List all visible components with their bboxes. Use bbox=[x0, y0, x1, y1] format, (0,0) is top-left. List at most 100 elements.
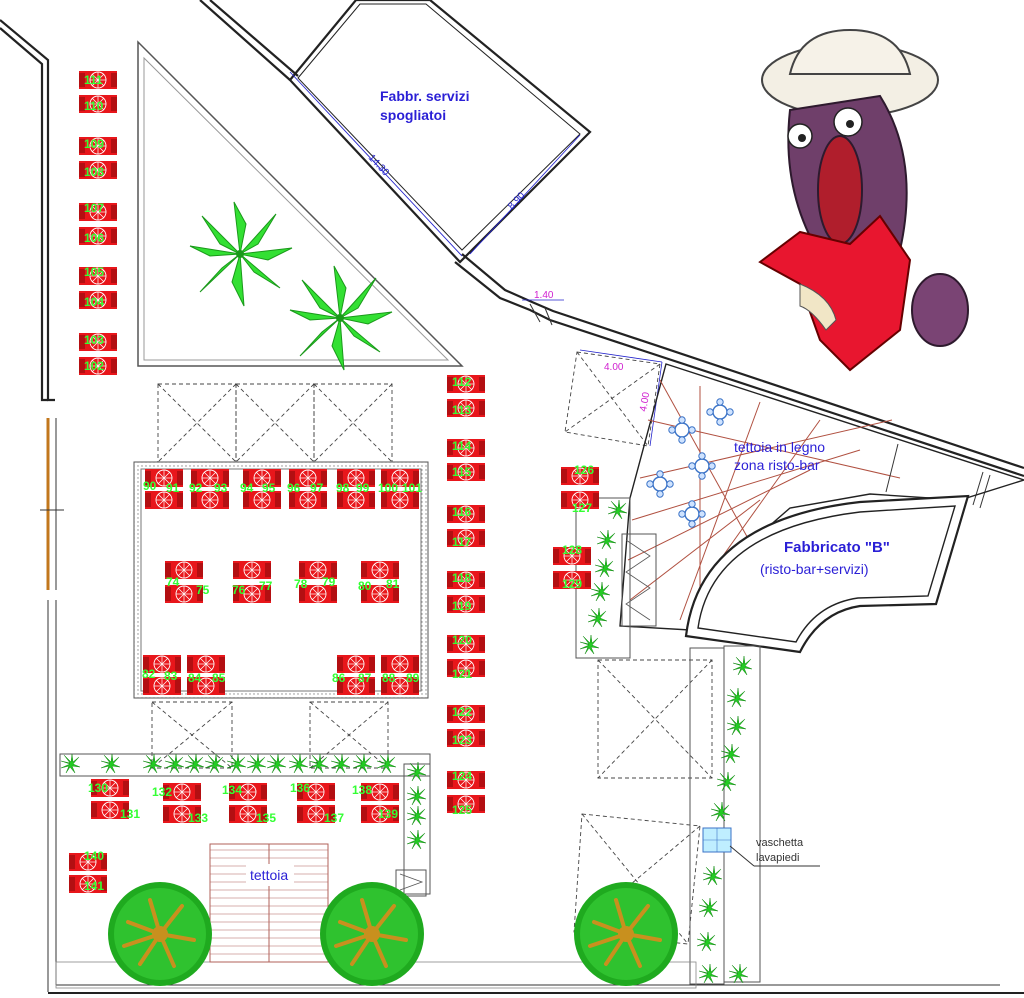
umbrella-number: 115 bbox=[452, 465, 472, 479]
umbrella-number: 80 bbox=[358, 579, 372, 593]
vaschetta-label-2: lavapiedi bbox=[756, 852, 799, 864]
servizi-label-1: Fabbr. servizi bbox=[380, 88, 469, 104]
umbrella-number: 90 bbox=[143, 479, 157, 493]
umbrella-number: 89 bbox=[406, 671, 420, 685]
umbrella-number: 130 bbox=[88, 781, 108, 795]
umbrella-number: 98 bbox=[336, 481, 350, 495]
tettoia-legno-label-1: tettoia in legno bbox=[734, 439, 825, 455]
palm-icon bbox=[308, 753, 329, 774]
umbrella-number: 135 bbox=[256, 811, 276, 825]
umbrella-number: 96 bbox=[287, 481, 301, 495]
dim-4-00-a: 4.00 bbox=[604, 362, 624, 373]
table-icon bbox=[646, 470, 674, 498]
umbrella-number: 131 bbox=[120, 807, 140, 821]
palm-icon bbox=[596, 529, 617, 550]
umbrella-number: 132 bbox=[152, 785, 172, 799]
umbrella-number: 111 bbox=[84, 73, 103, 87]
dim-4-00-b: 4.00 bbox=[638, 391, 652, 413]
umbrella-number: 105 bbox=[84, 265, 104, 279]
umbrella-number: 100 bbox=[378, 481, 398, 495]
umbrella-number: 102 bbox=[84, 359, 104, 373]
umbrella-number: 107 bbox=[84, 201, 104, 215]
palm-icon bbox=[726, 715, 747, 736]
palm-icon bbox=[330, 753, 351, 774]
palm-icon bbox=[376, 753, 397, 774]
table-icon bbox=[668, 416, 696, 444]
umbrella-number: 133 bbox=[188, 811, 208, 825]
umbrella-number: 77 bbox=[259, 579, 273, 593]
palm-icon bbox=[406, 785, 427, 806]
palm-icon bbox=[246, 753, 267, 774]
umbrella-number: 94 bbox=[240, 481, 254, 495]
tree-icon bbox=[108, 882, 212, 986]
umbrella-number: 76 bbox=[232, 583, 246, 597]
tettoia-legno-label-2: zona risto-bar bbox=[734, 457, 820, 473]
servizi-building: Fabbr. servizi spogliatoi 14.30 8.90 bbox=[288, 0, 592, 264]
umbrella-number: 109 bbox=[84, 137, 104, 151]
umbrella-number: 136 bbox=[290, 781, 310, 795]
palm-icon bbox=[728, 963, 749, 984]
tree-icon bbox=[574, 882, 678, 986]
umbrella-number: 125 bbox=[452, 803, 472, 817]
palm-icon bbox=[60, 753, 81, 774]
umbrella-number: 116 bbox=[452, 505, 472, 519]
umbrella-number: 110 bbox=[84, 99, 104, 113]
umbrella-number: 79 bbox=[322, 575, 336, 589]
triangle-garden bbox=[137, 40, 464, 371]
palm-icon bbox=[204, 753, 225, 774]
palm-icon bbox=[594, 557, 615, 578]
umbrella-number: 140 bbox=[84, 849, 104, 863]
umbrella-number: 84 bbox=[188, 671, 202, 685]
palm-icon bbox=[698, 963, 719, 984]
palm-icon bbox=[184, 753, 205, 774]
mascot-icon bbox=[758, 28, 969, 372]
umbrella-number: 127 bbox=[572, 501, 592, 515]
table-icon bbox=[706, 398, 734, 426]
palm-icon bbox=[406, 805, 427, 826]
palm-icon bbox=[226, 753, 247, 774]
palm-icon bbox=[352, 753, 373, 774]
umbrella-number: 97 bbox=[310, 481, 324, 495]
wooden-canopy: tettoia in legno zona risto-bar bbox=[619, 363, 1024, 631]
palm-icon bbox=[698, 897, 719, 918]
umbrella-number: 137 bbox=[324, 811, 344, 825]
palm-icon bbox=[587, 607, 608, 628]
umbrella-number: 114 bbox=[452, 439, 472, 453]
umbrella-number: 118 bbox=[452, 571, 472, 585]
fabbricato-b-sub: (risto-bar+servizi) bbox=[760, 561, 869, 577]
umbrella-number: 88 bbox=[382, 671, 396, 685]
tree-icon bbox=[320, 882, 424, 986]
palm-icon bbox=[579, 634, 600, 655]
palm-icon bbox=[607, 499, 628, 520]
umbrella-number: 99 bbox=[356, 481, 370, 495]
umbrella-icon bbox=[232, 560, 272, 580]
umbrella-number: 92 bbox=[189, 481, 203, 495]
umbrella-number: 101 bbox=[402, 481, 422, 495]
table-icon bbox=[688, 452, 716, 480]
palm-icon bbox=[164, 753, 185, 774]
umbrella-number: 139 bbox=[378, 807, 398, 821]
umbrella-number: 91 bbox=[166, 481, 180, 495]
umbrella-number: 104 bbox=[84, 295, 104, 309]
palm-icon bbox=[696, 931, 717, 952]
umbrella-number: 113 bbox=[452, 403, 472, 417]
planters: vaschetta lavapiedi bbox=[55, 497, 820, 989]
umbrella-number: 87 bbox=[358, 671, 372, 685]
umbrella-number: 126 bbox=[574, 463, 594, 477]
servizi-label-2: spogliatoi bbox=[380, 107, 446, 123]
palm-icon bbox=[266, 753, 287, 774]
umbrella-number: 121 bbox=[452, 667, 472, 681]
umbrella-number: 129 bbox=[562, 577, 582, 591]
umbrella-number: 122 bbox=[452, 705, 472, 719]
umbrella-number: 103 bbox=[84, 333, 104, 347]
dim-1-40: 1.40 bbox=[534, 290, 554, 301]
palm-icon bbox=[716, 771, 737, 792]
vaschetta-label-1: vaschetta bbox=[756, 837, 804, 849]
umbrella-number: 83 bbox=[164, 669, 178, 683]
trees bbox=[108, 882, 678, 986]
umbrella-number: 93 bbox=[214, 481, 228, 495]
umbrella-number: 128 bbox=[562, 543, 582, 557]
palm-icon bbox=[288, 753, 309, 774]
